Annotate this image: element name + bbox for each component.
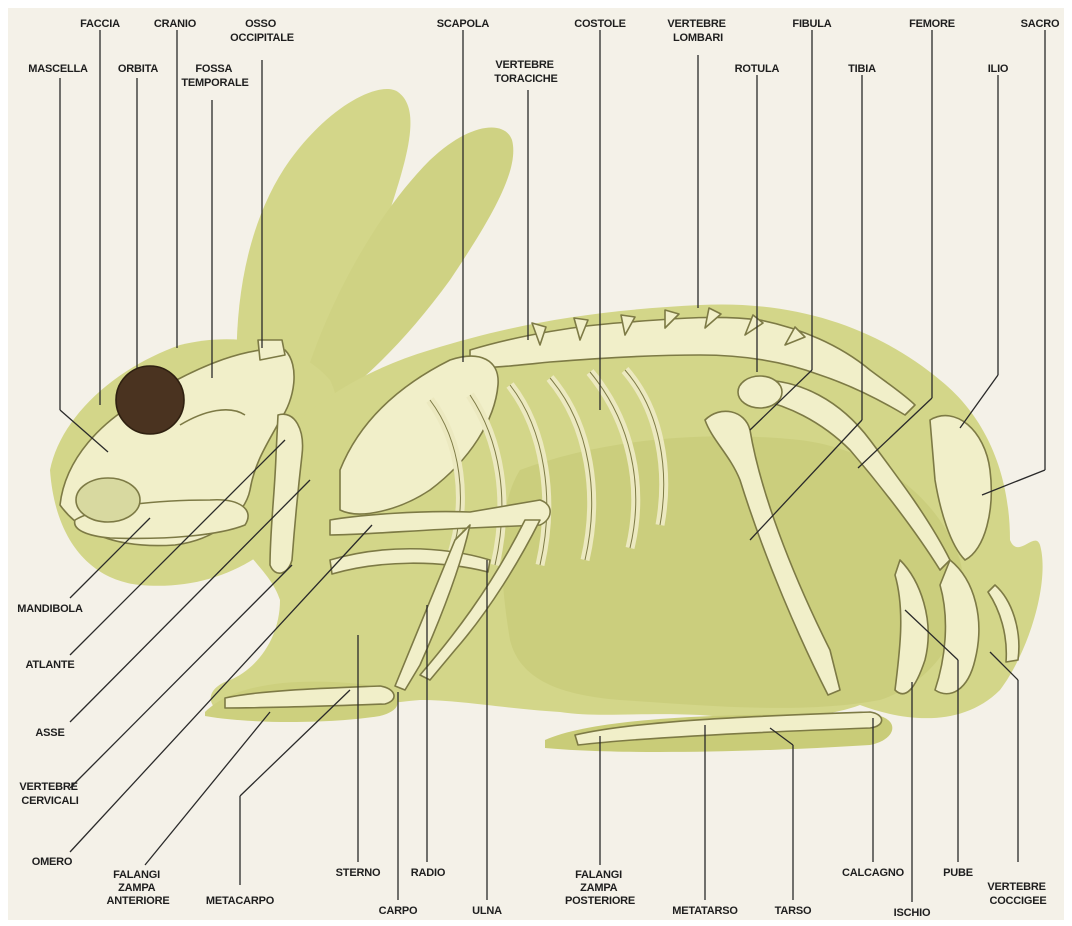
label-vertebre-lombari: VERTEBRE LOMBARI <box>667 18 728 44</box>
label-ilio: ILIO <box>988 63 1009 75</box>
label-fibula: FIBULA <box>792 18 831 30</box>
label-vertebre-toraciche: VERTEBRE TORACICHE <box>494 59 557 85</box>
label-vertebre-cervicali: VERTEBRE CERVICALI <box>19 781 80 807</box>
label-scapola: SCAPOLA <box>437 18 490 30</box>
label-radio: RADIO <box>411 867 446 879</box>
label-atlante: ATLANTE <box>25 659 74 671</box>
leader-ilio-end <box>960 375 998 428</box>
nasal-opening <box>76 478 140 522</box>
label-faccia: FACCIA <box>80 18 120 30</box>
label-osso-occipitale: OSSO OCCIPITALE <box>230 18 294 44</box>
label-rotula: ROTULA <box>735 63 780 75</box>
label-carpo: CARPO <box>379 905 418 917</box>
label-mandibola: MANDIBOLA <box>17 603 83 615</box>
label-costole: COSTOLE <box>574 18 626 30</box>
label-metatarso: METATARSO <box>672 905 738 917</box>
leader-falangi-anteriore <box>145 712 270 865</box>
label-mascella: MASCELLA <box>28 63 88 75</box>
label-orbita: ORBITA <box>118 63 158 75</box>
label-omero: OMERO <box>32 856 73 868</box>
label-ulna: ULNA <box>472 905 502 917</box>
eye-orbit <box>116 366 184 434</box>
label-tarso: TARSO <box>775 905 812 917</box>
label-vertebre-coccigee: VERTEBRE COCCIGEE <box>987 881 1048 907</box>
label-fossa-temporale: FOSSA TEMPORALE <box>181 63 248 89</box>
label-sacro: SACRO <box>1021 18 1060 30</box>
label-femore: FEMORE <box>909 18 955 30</box>
label-calcagno: CALCAGNO <box>842 867 905 879</box>
label-cranio: CRANIO <box>154 18 197 30</box>
label-falangi-zampa-posteriore: FALANGI ZAMPA POSTERIORE <box>565 869 635 907</box>
label-pube: PUBE <box>943 867 973 879</box>
label-ischio: ISCHIO <box>894 907 931 919</box>
knee-joint <box>738 376 782 408</box>
label-asse: ASSE <box>35 727 64 739</box>
label-tibia: TIBIA <box>848 63 876 75</box>
label-falangi-zampa-anteriore: FALANGI ZAMPA ANTERIORE <box>107 869 170 907</box>
label-metacarpo: METACARPO <box>206 895 275 907</box>
label-sterno: STERNO <box>336 867 381 879</box>
